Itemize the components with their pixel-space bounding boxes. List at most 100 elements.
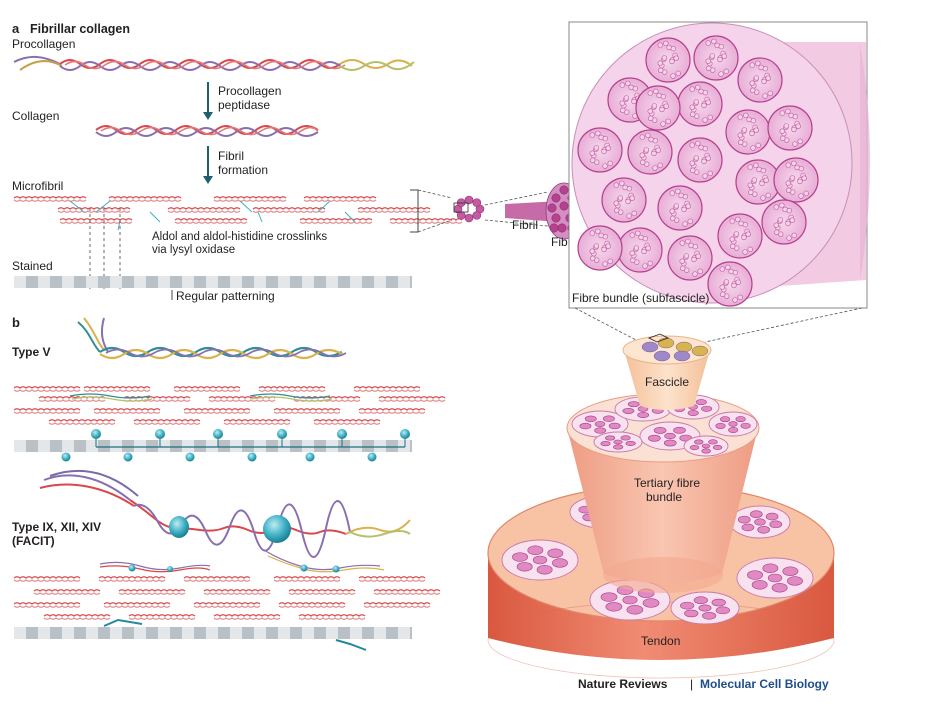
label-crosslinks-2: via lysyl oxidase [152, 244, 235, 256]
stain-band [398, 276, 410, 288]
collagen-molecule [167, 207, 241, 213]
label-stained: Stained [12, 259, 53, 273]
stain-band [302, 440, 314, 452]
fibre-cross-section [717, 213, 763, 259]
collagen-molecule [108, 196, 182, 202]
stain-band [230, 440, 242, 452]
stain-band [62, 440, 74, 452]
collagen-molecule [373, 589, 441, 595]
type-v-stained-bar [14, 429, 412, 462]
stain-band [38, 440, 50, 452]
stain-band [86, 627, 98, 639]
collagen-molecule [303, 196, 377, 202]
collagen-molecule [273, 576, 341, 582]
stain-band [398, 627, 410, 639]
stain-band [110, 440, 122, 452]
collagen-molecule [93, 408, 161, 414]
stain-band [62, 276, 74, 288]
stain-band [374, 276, 386, 288]
nc-domain-bead [123, 452, 133, 462]
journal-credit: Nature Reviews | Molecular Cell Biology [578, 677, 829, 691]
stain-band [134, 276, 146, 288]
label-tertiary-1: Tertiary fibre [634, 476, 700, 490]
type-v-helix [77, 317, 347, 360]
fibre-cross-section [707, 261, 753, 307]
nc-domain-bead [169, 516, 189, 538]
fibre-cross-section [601, 177, 647, 223]
collagen-molecule [38, 396, 106, 402]
nc-domain-bead [277, 429, 287, 439]
label-procollagen-peptidase-2: peptidase [218, 98, 270, 112]
fibre-cross-section [645, 37, 691, 83]
facit-stained-bar [14, 618, 412, 651]
stain-band [110, 276, 122, 288]
stain-band [230, 627, 242, 639]
panel-a-letter: a [12, 21, 20, 36]
stain-band [38, 276, 50, 288]
collagen-molecule [183, 576, 251, 582]
stain-band [254, 440, 266, 452]
stain-band [14, 440, 26, 452]
fibre-cross-section [677, 81, 723, 127]
nc-domain-bead [61, 452, 71, 462]
stain-band [350, 627, 362, 639]
fibre-bundle-panel: Fibre bundle (subfascicle) [568, 21, 870, 309]
collagen-molecule [193, 602, 261, 608]
credit-section: Molecular Cell Biology [700, 677, 829, 691]
fibre-cross-section [761, 199, 807, 245]
credit-separator: | [690, 677, 693, 691]
collagen-molecule [299, 218, 373, 224]
stain-band [86, 276, 98, 288]
fibre-bundle-cross-section [736, 557, 814, 599]
collagen-molecule [83, 386, 151, 392]
stain-band [350, 276, 362, 288]
label-fibril: Fibril [512, 218, 538, 232]
stain-band [278, 440, 290, 452]
label-fibre-bundle: Fibre bundle (subfascicle) [572, 291, 709, 305]
collagen-molecule [213, 614, 281, 620]
collagen-molecule [378, 396, 446, 402]
stain-band [158, 627, 170, 639]
facit-fibril-rows [13, 549, 441, 620]
collagen-molecule [13, 602, 81, 608]
label-collagen: Collagen [12, 109, 59, 123]
collagen-molecule [358, 576, 426, 582]
fibre-cross-section [693, 35, 739, 81]
crosslink-marks [69, 200, 356, 231]
tendon-hierarchy: Fibril Fibre Fibre bundle (subfascicle) … [453, 21, 870, 679]
label-microfibril: Microfibril [12, 179, 63, 193]
collagen-molecule [258, 386, 326, 392]
stain-band [278, 276, 290, 288]
collagen-molecule [133, 419, 201, 425]
tertiary-fibre-bundle: Tertiary fibre bundle [566, 393, 760, 593]
fibre-cross-section [773, 157, 819, 203]
fibre-bundle-cross-section [729, 505, 791, 539]
collagen-molecule [103, 602, 171, 608]
collagen-molecule [213, 196, 287, 202]
stain-band [206, 276, 218, 288]
collagen-molecule [98, 576, 166, 582]
stain-band [278, 627, 290, 639]
stain-band [86, 440, 98, 452]
stain-band [158, 276, 170, 288]
label-tertiary-2: bundle [646, 490, 682, 504]
panel-b-associated-collagens: b Type V Type IX, XII, XIV (FACIT) [12, 315, 446, 651]
stain-band [158, 440, 170, 452]
procollagen-helix [13, 56, 415, 71]
microfibril-staggered-molecules [13, 196, 463, 231]
collagen-molecule [389, 218, 463, 224]
stain-band [326, 440, 338, 452]
label-facit-2: (FACIT) [12, 534, 55, 548]
nc-domain-bead [367, 452, 377, 462]
collagen-molecule [128, 614, 196, 620]
fibre-bundle-cross-section [708, 411, 758, 437]
stain-band [398, 440, 410, 452]
collagen-molecule [48, 419, 116, 425]
stain-band [134, 627, 146, 639]
collagen-molecule [273, 408, 341, 414]
nc-domain-bead [91, 429, 101, 439]
collagen-molecule [357, 207, 431, 213]
label-crosslinks-1: Aldol and aldol-histidine crosslinks [152, 231, 327, 243]
stain-band [14, 276, 26, 288]
collagen-molecule [313, 419, 381, 425]
